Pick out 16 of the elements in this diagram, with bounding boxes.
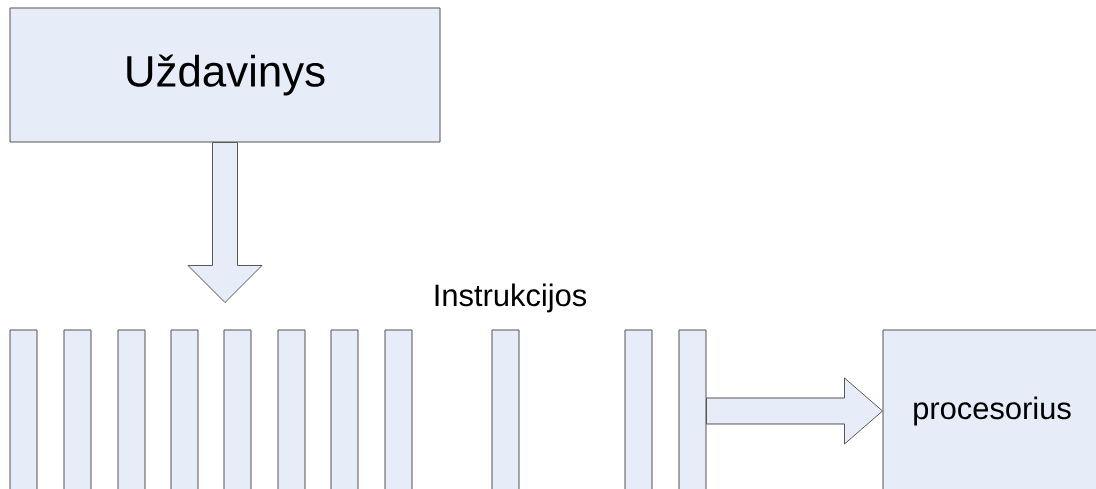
block-arrow [706, 377, 883, 445]
processor-box: procesorius [882, 329, 1096, 489]
instruction-bar [491, 329, 520, 489]
instruction-bar [223, 329, 252, 489]
instruction-bar [63, 329, 92, 489]
instruction-bar [117, 329, 146, 489]
task-box: Uždavinys [9, 7, 441, 143]
instruction-bar [277, 329, 306, 489]
instruction-bar [330, 329, 359, 489]
stream-label: Instrukcijos [435, 283, 587, 313]
instruction-bar [624, 329, 653, 489]
instruction-bar [170, 329, 199, 489]
instruction-bar [678, 329, 707, 489]
block-arrow [187, 142, 263, 303]
instruction-bar [9, 329, 38, 489]
instruction-bar [384, 329, 413, 489]
